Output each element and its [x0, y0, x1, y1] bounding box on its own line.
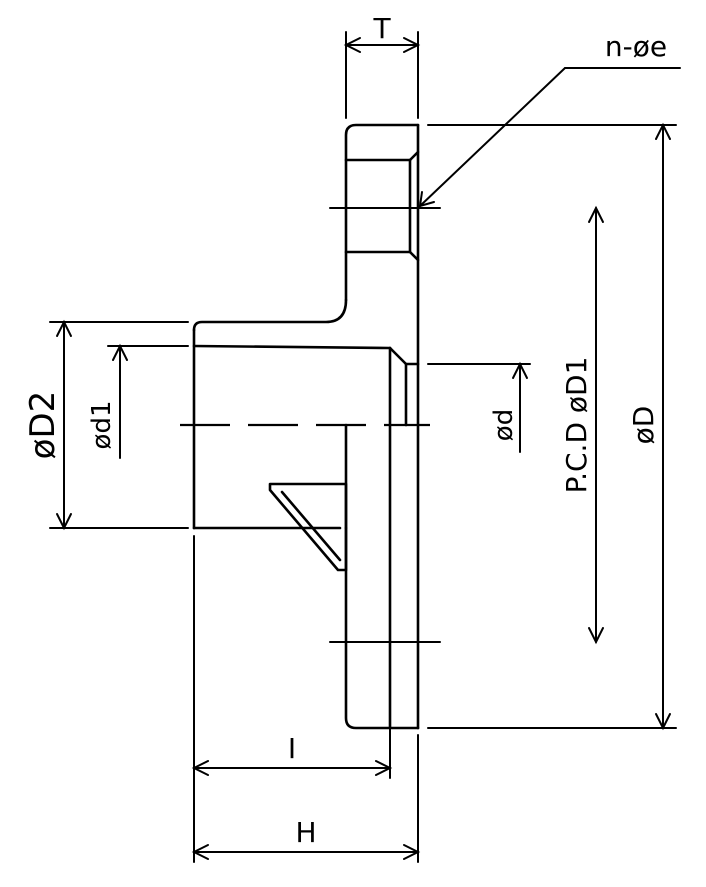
dim-phi-d1: ød1 — [87, 343, 189, 459]
dim-T: T — [343, 12, 421, 119]
label-T: T — [372, 12, 391, 45]
dim-pcd-phi-D1: P.C.D øD1 — [560, 205, 604, 645]
dim-n-phi-e: n-øe — [418, 30, 681, 208]
weld-symbol — [268, 482, 348, 572]
label-phi-d1: ød1 — [87, 401, 117, 450]
dim-H: H — [191, 734, 421, 863]
label-I: I — [288, 732, 296, 765]
flange-outline — [192, 123, 420, 730]
label-H: H — [295, 816, 316, 849]
label-phi-D: øD — [627, 406, 660, 445]
dim-I: I — [191, 535, 393, 779]
label-n-phi-e: n-øe — [605, 30, 667, 63]
centerlines — [180, 207, 441, 643]
label-phi-D2: øD2 — [23, 391, 63, 460]
bore — [192, 344, 420, 730]
label-phi-d: ød — [489, 409, 519, 441]
bolt-hole — [344, 150, 420, 262]
dim-phi-D: øD — [427, 122, 677, 731]
label-pcd-phi-D1: P.C.D øD1 — [560, 357, 593, 494]
dim-phi-d: ød — [427, 361, 531, 453]
dim-phi-D2: øD2 — [23, 319, 189, 531]
